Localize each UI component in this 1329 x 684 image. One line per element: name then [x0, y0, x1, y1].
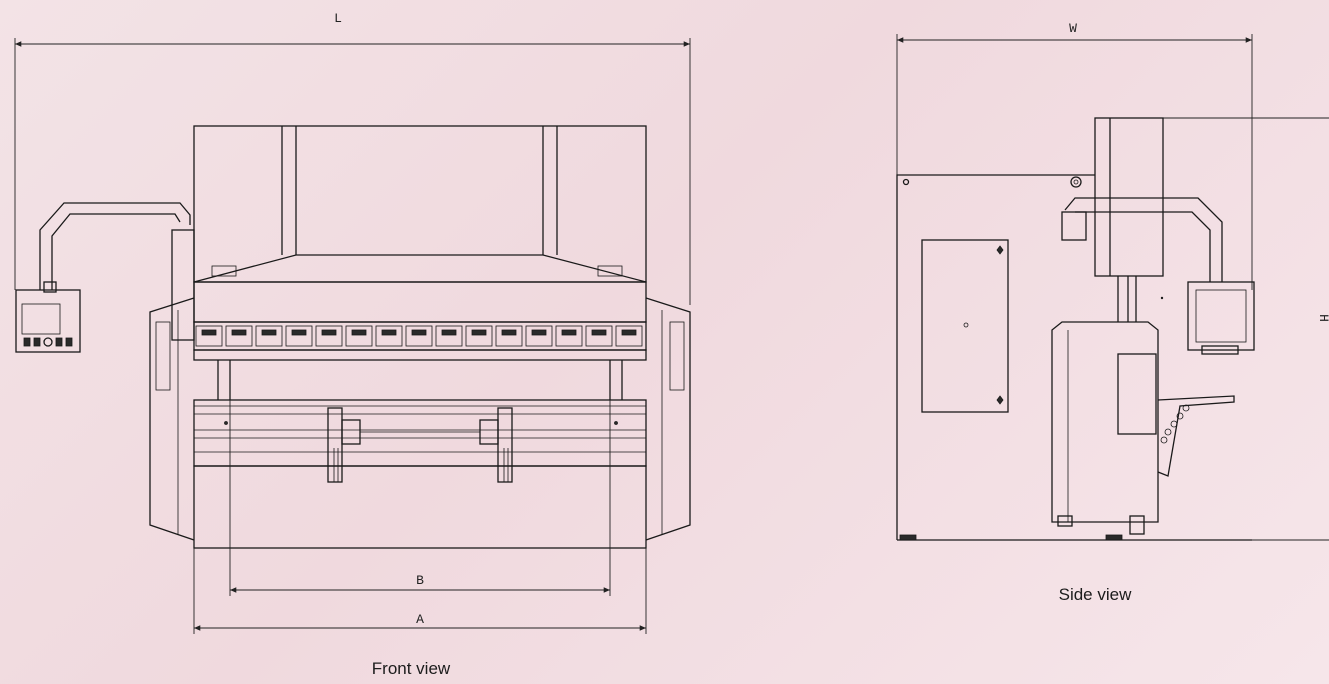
dimension-b: B [229, 400, 611, 596]
clamp-detail [561, 329, 577, 336]
clamp-detail [201, 329, 217, 336]
side-frame [896, 174, 1252, 541]
side-housings [149, 297, 691, 541]
clamp-detail [471, 329, 487, 336]
tool-clamp [315, 325, 343, 347]
upper-frame [171, 125, 647, 341]
tool-clamp [555, 325, 583, 347]
clamp-detail [621, 329, 637, 336]
dimension-w: W [896, 21, 1253, 290]
tool-clamp [525, 325, 553, 347]
tool-clamp [585, 325, 613, 347]
clamp-detail [291, 329, 307, 336]
side-view-caption: Side view [1059, 585, 1132, 604]
tool-clamp [465, 325, 493, 347]
tool-clamp [285, 325, 313, 347]
lower-body [1051, 321, 1235, 535]
front-view-caption: Front view [372, 659, 451, 678]
clamp-detail [231, 329, 247, 336]
clamp-detail [591, 329, 607, 336]
tool-clamp [375, 325, 403, 347]
dimension-a: A [193, 548, 647, 634]
dimension-l: L [14, 11, 691, 305]
tool-clamp [495, 325, 523, 347]
tool-clamp [435, 325, 463, 347]
tool-clamp [225, 325, 253, 347]
dimension-a-label: A [416, 612, 424, 627]
tool-clamp [195, 325, 223, 347]
tool-clamp [255, 325, 283, 347]
clamp-detail [261, 329, 277, 336]
dimension-b-label: B [416, 573, 424, 588]
front-view: L [14, 11, 691, 678]
dimension-h-label: H [1316, 314, 1329, 322]
dimension-w-label: W [1069, 21, 1077, 36]
tool-clamp [615, 325, 643, 347]
tool-clamp [345, 325, 373, 347]
worktable [193, 399, 647, 549]
clamp-detail [381, 329, 397, 336]
clamp-detail [501, 329, 517, 336]
side-view: W H [896, 21, 1329, 604]
dimension-h: H [1162, 117, 1329, 541]
dimension-l-label: L [334, 11, 342, 26]
side-pendant [1061, 197, 1255, 355]
upright-column [1094, 117, 1164, 322]
ram-and-clamps [193, 281, 647, 361]
control-pendant [15, 202, 191, 353]
tool-clamp [405, 325, 433, 347]
clamp-detail [321, 329, 337, 336]
clamp-detail [351, 329, 367, 336]
clamp-detail [531, 329, 547, 336]
clamp-detail [441, 329, 457, 336]
clamp-detail [411, 329, 427, 336]
